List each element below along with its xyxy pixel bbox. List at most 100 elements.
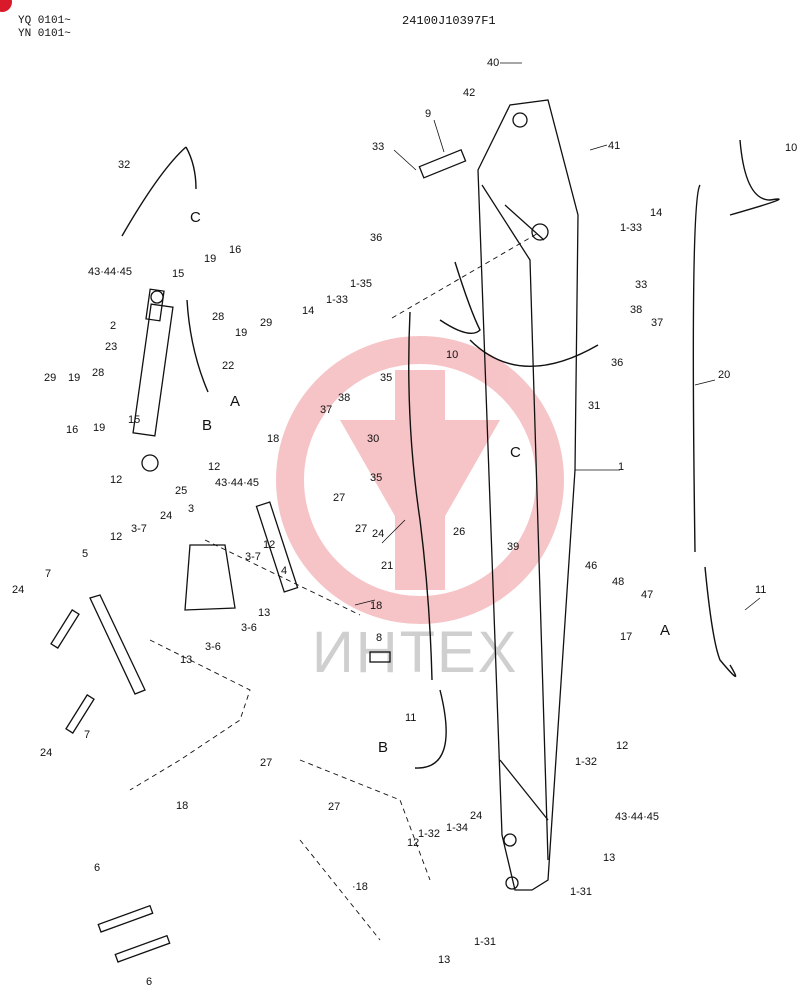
callout-26: 26 — [453, 526, 465, 538]
callout-6: 6 — [146, 976, 152, 988]
callout-23: 23 — [105, 341, 117, 353]
callout-1-35: 1-35 — [350, 278, 372, 290]
callout-14: 14 — [650, 207, 662, 219]
callout-29: 29 — [44, 372, 56, 384]
callout-33: 33 — [635, 279, 647, 291]
corner-badge — [0, 0, 12, 12]
callout-3-6: 3-6 — [205, 641, 221, 653]
callout-24: 24 — [160, 510, 172, 522]
connector-c: C — [510, 444, 521, 461]
callout-40: 40 — [487, 57, 499, 69]
callout-15: 15 — [172, 268, 184, 280]
callout-24: 24 — [470, 810, 482, 822]
callout-10: 10 — [785, 142, 797, 154]
callout-27: 27 — [328, 801, 340, 813]
callout-12: 12 — [110, 531, 122, 543]
callout-10: 10 — [446, 349, 458, 361]
callout-19: 19 — [93, 422, 105, 434]
watermark-text: ИНТЕХ — [312, 620, 518, 685]
callout-38: 38 — [630, 304, 642, 316]
callout-43-44-45: 43·44·45 — [88, 266, 132, 278]
callout-24: 24 — [40, 747, 52, 759]
center-lines — [129, 231, 541, 941]
drawing-number: 24100J10397F1 — [402, 14, 496, 28]
links-and-pins — [50, 148, 467, 963]
callout-1-32: 1-32 — [418, 828, 440, 840]
callout-11: 11 — [755, 584, 766, 596]
callout-25: 25 — [175, 485, 187, 497]
callout-36: 36 — [370, 232, 382, 244]
callout-3-7: 3-7 — [131, 523, 147, 535]
callout-28: 28 — [212, 311, 224, 323]
callout-18: 18 — [370, 600, 382, 612]
callout-30: 30 — [367, 433, 379, 445]
callout-19: 19 — [68, 372, 80, 384]
callout-27: 27 — [333, 492, 345, 504]
callout-27: 27 — [355, 523, 367, 535]
serial-range-label: YQ 0101~ YN 0101~ — [18, 15, 71, 41]
callout-36: 36 — [611, 357, 623, 369]
callout-9: 9 — [425, 108, 431, 120]
callout-12: 12 — [263, 539, 275, 551]
callout-4: 4 — [281, 565, 287, 577]
callout-37: 37 — [651, 317, 663, 329]
callout-13: 13 — [603, 852, 615, 864]
callout-6: 6 — [94, 862, 100, 874]
callout-16: 16 — [229, 244, 241, 256]
boom-cylinder — [132, 288, 174, 472]
serial-line: YQ 0101~ — [18, 15, 71, 27]
callout-46: 46 — [585, 560, 597, 572]
callout-15: 15 — [128, 414, 140, 426]
callout-12: 12 — [110, 474, 122, 486]
callout-27: 27 — [260, 757, 272, 769]
callout-22: 22 — [222, 360, 234, 372]
callout-21: 21 — [381, 560, 393, 572]
callout-5: 5 — [82, 548, 88, 560]
callout-38: 38 — [338, 392, 350, 404]
callout-16: 16 — [66, 424, 78, 436]
main-boom — [477, 99, 579, 891]
callout-35: 35 — [380, 372, 392, 384]
callout-12: 12 — [208, 461, 220, 473]
callout-12: 12 — [616, 740, 628, 752]
callout-11: 11 — [405, 712, 416, 724]
connector-b: B — [202, 417, 212, 434]
callout-43-44-45: 43·44·45 — [215, 477, 259, 489]
callout-1-33: 1-33 — [620, 222, 642, 234]
callout-29: 29 — [260, 317, 272, 329]
callout-20: 20 — [718, 369, 730, 381]
callout-1-31: 1-31 — [570, 886, 592, 898]
callout-13: 13 — [258, 607, 270, 619]
callout-18: ·18 — [352, 881, 368, 893]
callout-24: 24 — [372, 528, 384, 540]
callout-24: 24 — [12, 584, 24, 596]
callout-7: 7 — [84, 729, 90, 741]
callout-18: 18 — [176, 800, 188, 812]
callout-39: 39 — [507, 541, 519, 553]
callout-48: 48 — [612, 576, 624, 588]
callout-35: 35 — [370, 472, 382, 484]
callout-17: 17 — [620, 631, 632, 643]
connector-a: A — [660, 622, 670, 639]
callout-1-34: 1-34 — [446, 822, 468, 834]
callout-31: 31 — [588, 400, 600, 412]
connector-c: C — [190, 209, 201, 226]
callout-3-6: 3-6 — [241, 622, 257, 634]
callout-12: 12 — [407, 837, 419, 849]
callout-14: 14 — [302, 305, 314, 317]
watermark-logo — [276, 336, 564, 624]
callout-28: 28 — [92, 367, 104, 379]
callout-41: 41 — [608, 140, 620, 152]
callout-13: 13 — [438, 954, 450, 966]
callout-19: 19 — [204, 253, 216, 265]
callout-2: 2 — [110, 320, 116, 332]
hoses — [121, 139, 780, 769]
callout-42: 42 — [463, 87, 475, 99]
callout-19: 19 — [235, 327, 247, 339]
serial-line: YN 0101~ — [18, 28, 71, 40]
callout-13: 13 — [180, 654, 192, 666]
callout-1: 1 — [618, 461, 624, 473]
callout-47: 47 — [641, 589, 653, 601]
